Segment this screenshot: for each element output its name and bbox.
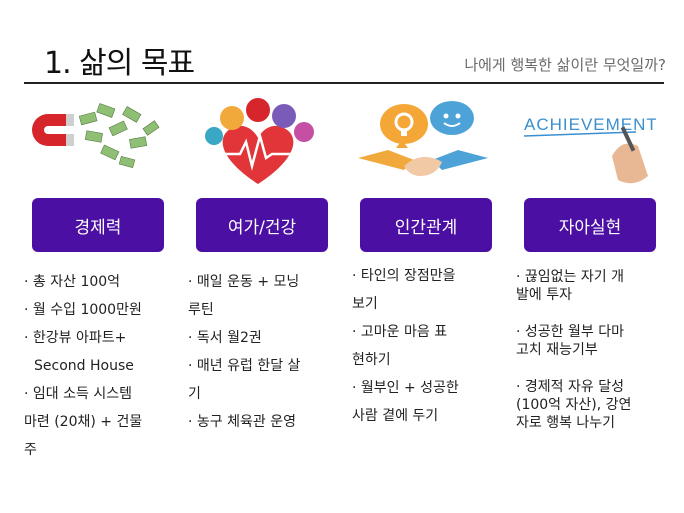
goal-column-self: ACHIEVEMENT 자아실현 · 끊임없는 자기 개 발에 투자 · 성공한…: [516, 96, 657, 451]
goal-column-health: 여가/건강 · 매일 운동 + 모닝 루틴 · 독서 월2권 · 매년 유럽 한…: [188, 96, 328, 436]
goal-column-economy: 경제력 · 총 자산 100억 · 월 수입 1000만원 · 한강뷰 아파트+…: [24, 96, 164, 464]
list-item: 기: [188, 386, 201, 402]
list-item: 주: [24, 442, 37, 458]
list-item: Second House: [34, 358, 134, 374]
handshake-idea-icon: [352, 96, 492, 188]
goal-column-relations: 인간관계 · 타인의 장점만을 보기 · 고마운 마음 표 현하기 · 월부인 …: [352, 96, 492, 430]
achievement-art-text: ACHIEVEMENT: [524, 115, 656, 134]
page-title: 1. 삶의 목표: [44, 46, 195, 81]
list-item: 현하기: [352, 352, 391, 368]
goal-list-health: · 매일 운동 + 모닝 루틴 · 독서 월2권 · 매년 유럽 한달 살 기 …: [188, 268, 328, 436]
list-item: · 매일 운동 + 모닝: [188, 274, 300, 290]
list-item: 보기: [352, 296, 378, 312]
list-item: · 총 자산 100억: [24, 274, 121, 290]
list-item: · 독서 월2권: [188, 330, 262, 346]
list-item: · 농구 체육관 운영: [188, 414, 296, 430]
list-item: · 월부인 + 성공한: [352, 380, 459, 396]
list-item: · 한강뷰 아파트+: [24, 330, 127, 346]
goal-list-economy: · 총 자산 100억 · 월 수입 1000만원 · 한강뷰 아파트+ Sec…: [24, 268, 164, 464]
list-item: · 매년 유럽 한달 살: [188, 358, 301, 374]
list-item: · 성공한 월부 다마 고치 재능기부: [516, 324, 624, 358]
goal-badge-health: 여가/건강: [196, 198, 328, 252]
list-item: 루틴: [188, 302, 214, 318]
page-subtitle: 나에게 행복한 삶이란 무엇일까?: [464, 56, 666, 74]
goal-badge-relations: 인간관계: [360, 198, 492, 252]
achievement-icon: ACHIEVEMENT: [516, 96, 657, 188]
magnet-money-icon: [24, 96, 164, 188]
list-item: · 끊임없는 자기 개 발에 투자: [516, 269, 624, 303]
list-item: 마련 (20채) + 건물: [24, 414, 143, 430]
list-item: · 임대 소득 시스템: [24, 386, 132, 402]
title-divider: [24, 82, 664, 84]
list-item: 사람 곁에 두기: [352, 408, 439, 424]
goal-list-relations: · 타인의 장점만을 보기 · 고마운 마음 표 현하기 · 월부인 + 성공한…: [352, 262, 492, 430]
list-item: · 타인의 장점만을: [352, 268, 456, 284]
goal-badge-economy: 경제력: [32, 198, 164, 252]
goal-list-self: · 끊임없는 자기 개 발에 투자 · 성공한 월부 다마 고치 재능기부 · …: [516, 268, 656, 432]
list-item: · 월 수입 1000만원: [24, 302, 142, 318]
health-hobby-icon: [188, 96, 328, 188]
list-item: · 고마운 마음 표: [352, 324, 448, 340]
list-item: · 경제적 자유 달성 (100억 자산), 강연 자로 행복 나누기: [516, 379, 632, 431]
goal-badge-self: 자아실현: [524, 198, 656, 252]
